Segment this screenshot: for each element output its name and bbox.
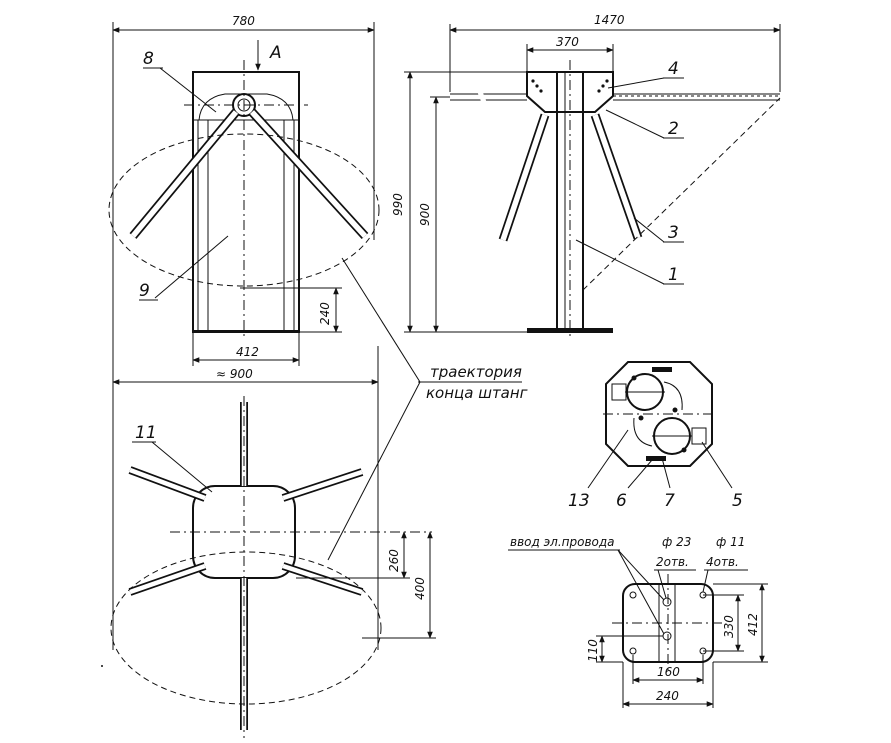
trajectory-note: траектория конца штанг [327, 257, 528, 561]
dim-base-330: 330 [722, 615, 736, 638]
dim-side-total-height: 990 [391, 193, 405, 216]
dim-base-240: 240 [656, 689, 679, 703]
dim-front-width: 780 [232, 14, 255, 28]
callout-13: 13 [568, 491, 590, 511]
note-line2: конца штанг [426, 384, 528, 402]
callout-4: 4 [668, 59, 679, 79]
mechanism-view: 13 6 7 5 [568, 361, 743, 511]
callout-5: 5 [732, 491, 743, 511]
callout-1: 1 [668, 265, 679, 285]
view-letter: A [269, 43, 282, 63]
dim-front-base: 412 [236, 345, 259, 359]
hole-large-diameter: ф 23 [662, 535, 691, 549]
callout-6: 6 [616, 491, 627, 511]
dim-side-span: 1470 [594, 13, 625, 27]
dim-base-160: 160 [657, 665, 680, 679]
top-trajectory-ellipse [110, 551, 382, 705]
callout-11: 11 [135, 423, 157, 443]
hole-small-diameter: ф 11 [716, 535, 745, 549]
hole-small-count: 4отв. [706, 555, 739, 569]
callout-2: 2 [668, 119, 679, 139]
callout-7: 7 [664, 491, 675, 511]
callout-9: 9 [139, 281, 150, 301]
callout-8: 8 [143, 49, 154, 69]
cable-entry-label: ввод эл.провода [510, 535, 615, 549]
dim-side-height: 900 [418, 203, 432, 226]
dim-front-foot: 240 [318, 302, 332, 325]
front-trajectory-ellipse [108, 133, 380, 287]
side-view-foot [527, 328, 613, 333]
dim-base-110: 110 [586, 639, 600, 662]
base-plan: ввод эл.провода ф 23 2отв. ф 11 4отв. 33… [508, 535, 768, 708]
top-view: ≈ 900 260 400 11 [110, 240, 436, 738]
side-view: 1470 370 990 900 4 2 3 1 [391, 13, 781, 340]
hole-large-count: 2отв. [656, 555, 689, 569]
dim-top-400: 400 [413, 577, 427, 600]
note-line1: траектория [430, 363, 522, 381]
dim-top-260: 260 [387, 549, 401, 572]
front-view: A 780 412 240 8 9 [108, 14, 380, 366]
mechanism-housing [605, 361, 713, 467]
dim-top-span: ≈ 900 [216, 367, 253, 381]
callout-3: 3 [668, 223, 679, 243]
dim-side-head: 370 [556, 35, 579, 49]
dim-base-412: 412 [746, 613, 760, 636]
